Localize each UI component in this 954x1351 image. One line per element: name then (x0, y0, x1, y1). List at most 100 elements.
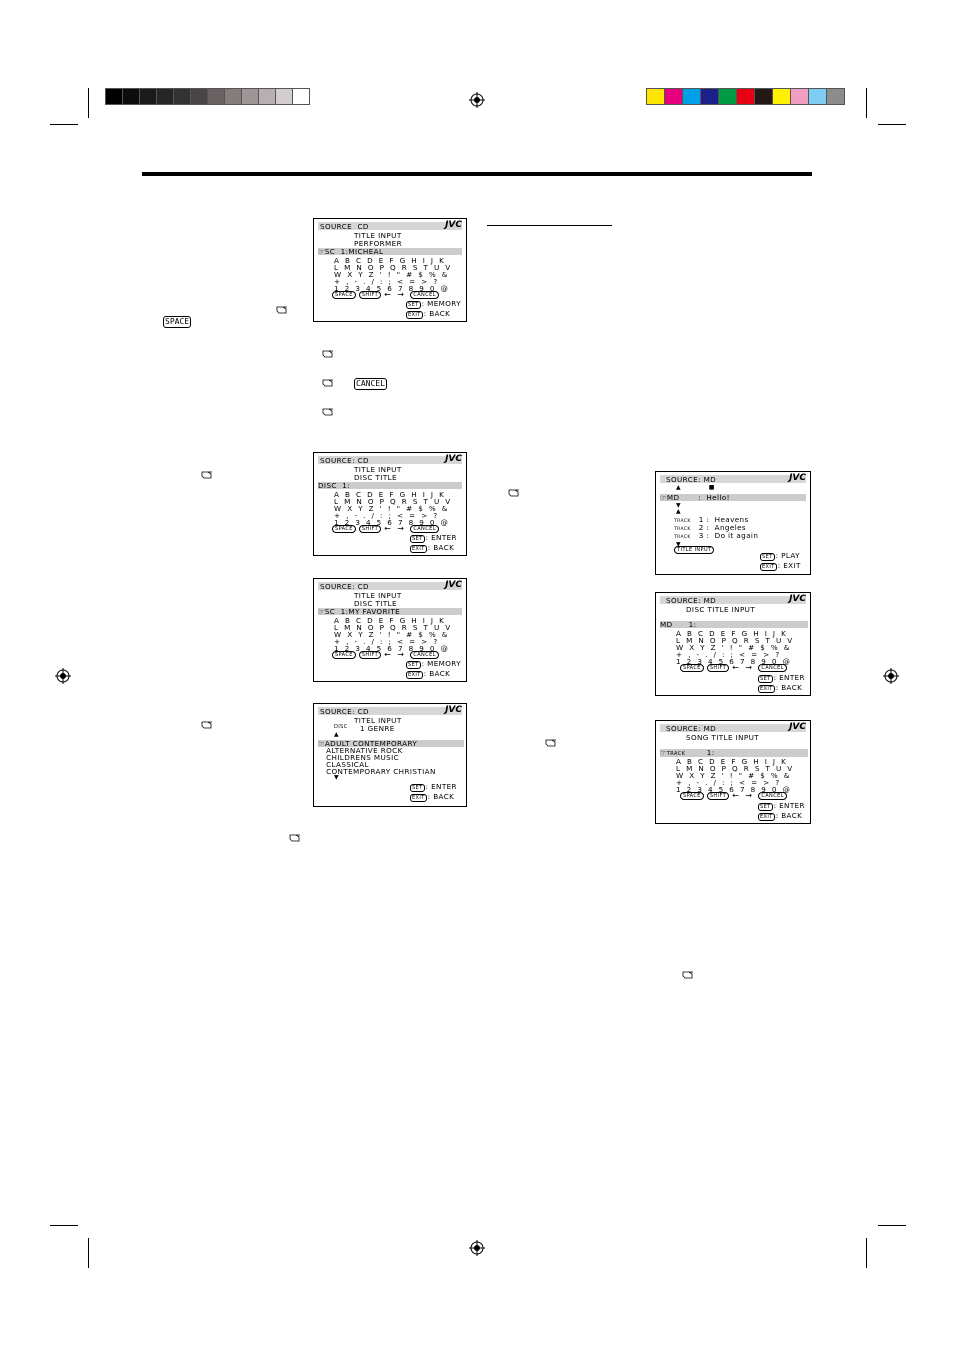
osd-source: SOURCE: CD (320, 582, 369, 591)
color-swatch (718, 88, 737, 105)
genre-item-label: ALTERNATIVE ROCK (326, 746, 403, 755)
osd-entry: MD 1: (660, 621, 808, 628)
osd-header-bar (318, 707, 462, 715)
crop-mark (50, 1225, 78, 1226)
osd-disc-label: DISC (334, 724, 348, 730)
crop-mark (878, 1225, 906, 1226)
osd-screen-song-title: SOURCE: MD JVC SONG TITLE INPUT ☞TRACK 1… (655, 720, 811, 824)
char-row: W X Y Z ' ! " # $ % & (334, 270, 448, 279)
osd-source: SOURCE CD (320, 222, 369, 231)
osd-title: TITLE INPUT (354, 231, 402, 240)
hand-pointer-icon (508, 489, 519, 497)
track-title: 3 : Do it again (698, 531, 759, 540)
gray-swatch (156, 88, 174, 105)
char-row: 1 2 3 4 5 6 7 8 9 0 @ (334, 284, 449, 293)
genre-item-label: CHILDRENS MUSIC (326, 753, 400, 762)
color-swatch (700, 88, 719, 105)
gray-swatch (190, 88, 208, 105)
genre-item: ☞ADULT CONTEMPORARY (318, 740, 464, 748)
char-row: + , - . / : ; < = > ? (676, 778, 780, 787)
osd-footer-exit: EXIT: EXIT (760, 561, 801, 571)
color-swatch (646, 88, 665, 105)
genre-item: ALTERNATIVE ROCK (318, 747, 464, 754)
osd-button: SHIFT (706, 792, 730, 800)
osd-title: TITLE INPUT (354, 591, 402, 600)
osd-button: ← (384, 650, 392, 659)
osd-title: DISC TITLE INPUT (686, 605, 756, 614)
registration-mark-icon (469, 92, 485, 108)
osd-screen-my-favorite: SOURCE: CD JVC TITLE INPUT DISC TITLE ☞S… (313, 578, 467, 682)
gray-swatch (258, 88, 276, 105)
osd-button: CANCEL (410, 525, 439, 533)
osd-source: SOURCE: MD (666, 475, 717, 484)
char-row: A B C D E F G H I J K (334, 256, 445, 265)
gray-swatch (122, 88, 140, 105)
osd-entry: ☞SC 1:MY FAVORITE (318, 608, 462, 615)
osd-title: TITEL INPUT (354, 716, 402, 725)
char-row: A B C D E F G H I J K (676, 757, 787, 766)
osd-title: TITLE INPUT (354, 465, 402, 474)
color-swatch (772, 88, 791, 105)
char-row: 1 2 3 4 5 6 7 8 9 0 @ (334, 518, 449, 527)
track-label: TRACK (674, 519, 691, 524)
osd-entry: ☞SC 1:MICHEAL (318, 248, 462, 255)
hand-pointer-icon (201, 721, 212, 729)
gray-swatch (173, 88, 191, 105)
char-row: L M N O P Q R S T U V (334, 623, 451, 632)
color-swatch (682, 88, 701, 105)
registration-mark-icon (469, 1240, 485, 1256)
jvc-logo: JVC (445, 705, 462, 715)
osd-button: → (397, 290, 405, 299)
jvc-logo: JVC (789, 594, 806, 604)
hand-pointer-icon (289, 834, 300, 842)
hand-pointer-icon (276, 306, 287, 314)
osd-button: SPACE (332, 651, 356, 659)
osd-screen-performer: SOURCE CD JVC TITLE INPUT PERFORMER ☞SC … (313, 218, 467, 322)
osd-footer-set: SET: ENTER (758, 673, 805, 683)
gray-swatch (292, 88, 310, 105)
registration-mark-icon (55, 668, 71, 684)
osd-footer-set: SET: ENTER (758, 801, 805, 811)
char-row: + , - . / : ; < = > ? (676, 650, 780, 659)
osd-subtitle: PERFORMER (354, 239, 402, 248)
osd-subtitle: 1 GENRE (360, 724, 395, 733)
osd-footer-exit: EXIT: BACK (406, 669, 451, 679)
gray-swatch (105, 88, 123, 105)
char-row: L M N O P Q R S T U V (676, 764, 793, 773)
osd-button: SHIFT (358, 291, 382, 299)
color-swatch (790, 88, 809, 105)
osd-button: SHIFT (358, 651, 382, 659)
osd-button: → (397, 524, 405, 533)
crop-mark (866, 1238, 867, 1268)
char-row: 1 2 3 4 5 6 7 8 9 0 @ (334, 644, 449, 653)
osd-button: CANCEL (758, 792, 787, 800)
osd-footer-exit: EXIT: BACK (410, 543, 455, 553)
jvc-logo: JVC (445, 580, 462, 590)
scroll-down-icon: ▼ (334, 774, 340, 781)
osd-footer-exit: EXIT: BACK (758, 811, 803, 821)
char-row: 1 2 3 4 5 6 7 8 9 0 @ (676, 657, 791, 666)
osd-md-row: ☞MD : Hello! (660, 494, 806, 501)
char-row: L M N O P Q R S T U V (334, 497, 451, 506)
gray-swatch (241, 88, 259, 105)
track-label: TRACK (674, 527, 691, 532)
registration-mark-icon (883, 668, 899, 684)
scroll-down-icon: ▼▲ (676, 502, 682, 515)
hand-pointer-icon (682, 971, 693, 979)
char-row: L M N O P Q R S T U V (676, 636, 793, 645)
osd-footer-set: SET: ENTER (410, 782, 457, 792)
hand-pointer-icon (545, 739, 556, 747)
color-swatch (736, 88, 755, 105)
space-key-label: SPACE (163, 316, 192, 328)
scroll-up-icon: ▲ (334, 731, 340, 738)
osd-button: CANCEL (410, 291, 439, 299)
crop-mark (88, 1238, 89, 1268)
header-rule (142, 172, 812, 176)
osd-button: ← (732, 663, 740, 672)
osd-header-bar (318, 222, 462, 230)
osd-button: SPACE (680, 664, 704, 672)
